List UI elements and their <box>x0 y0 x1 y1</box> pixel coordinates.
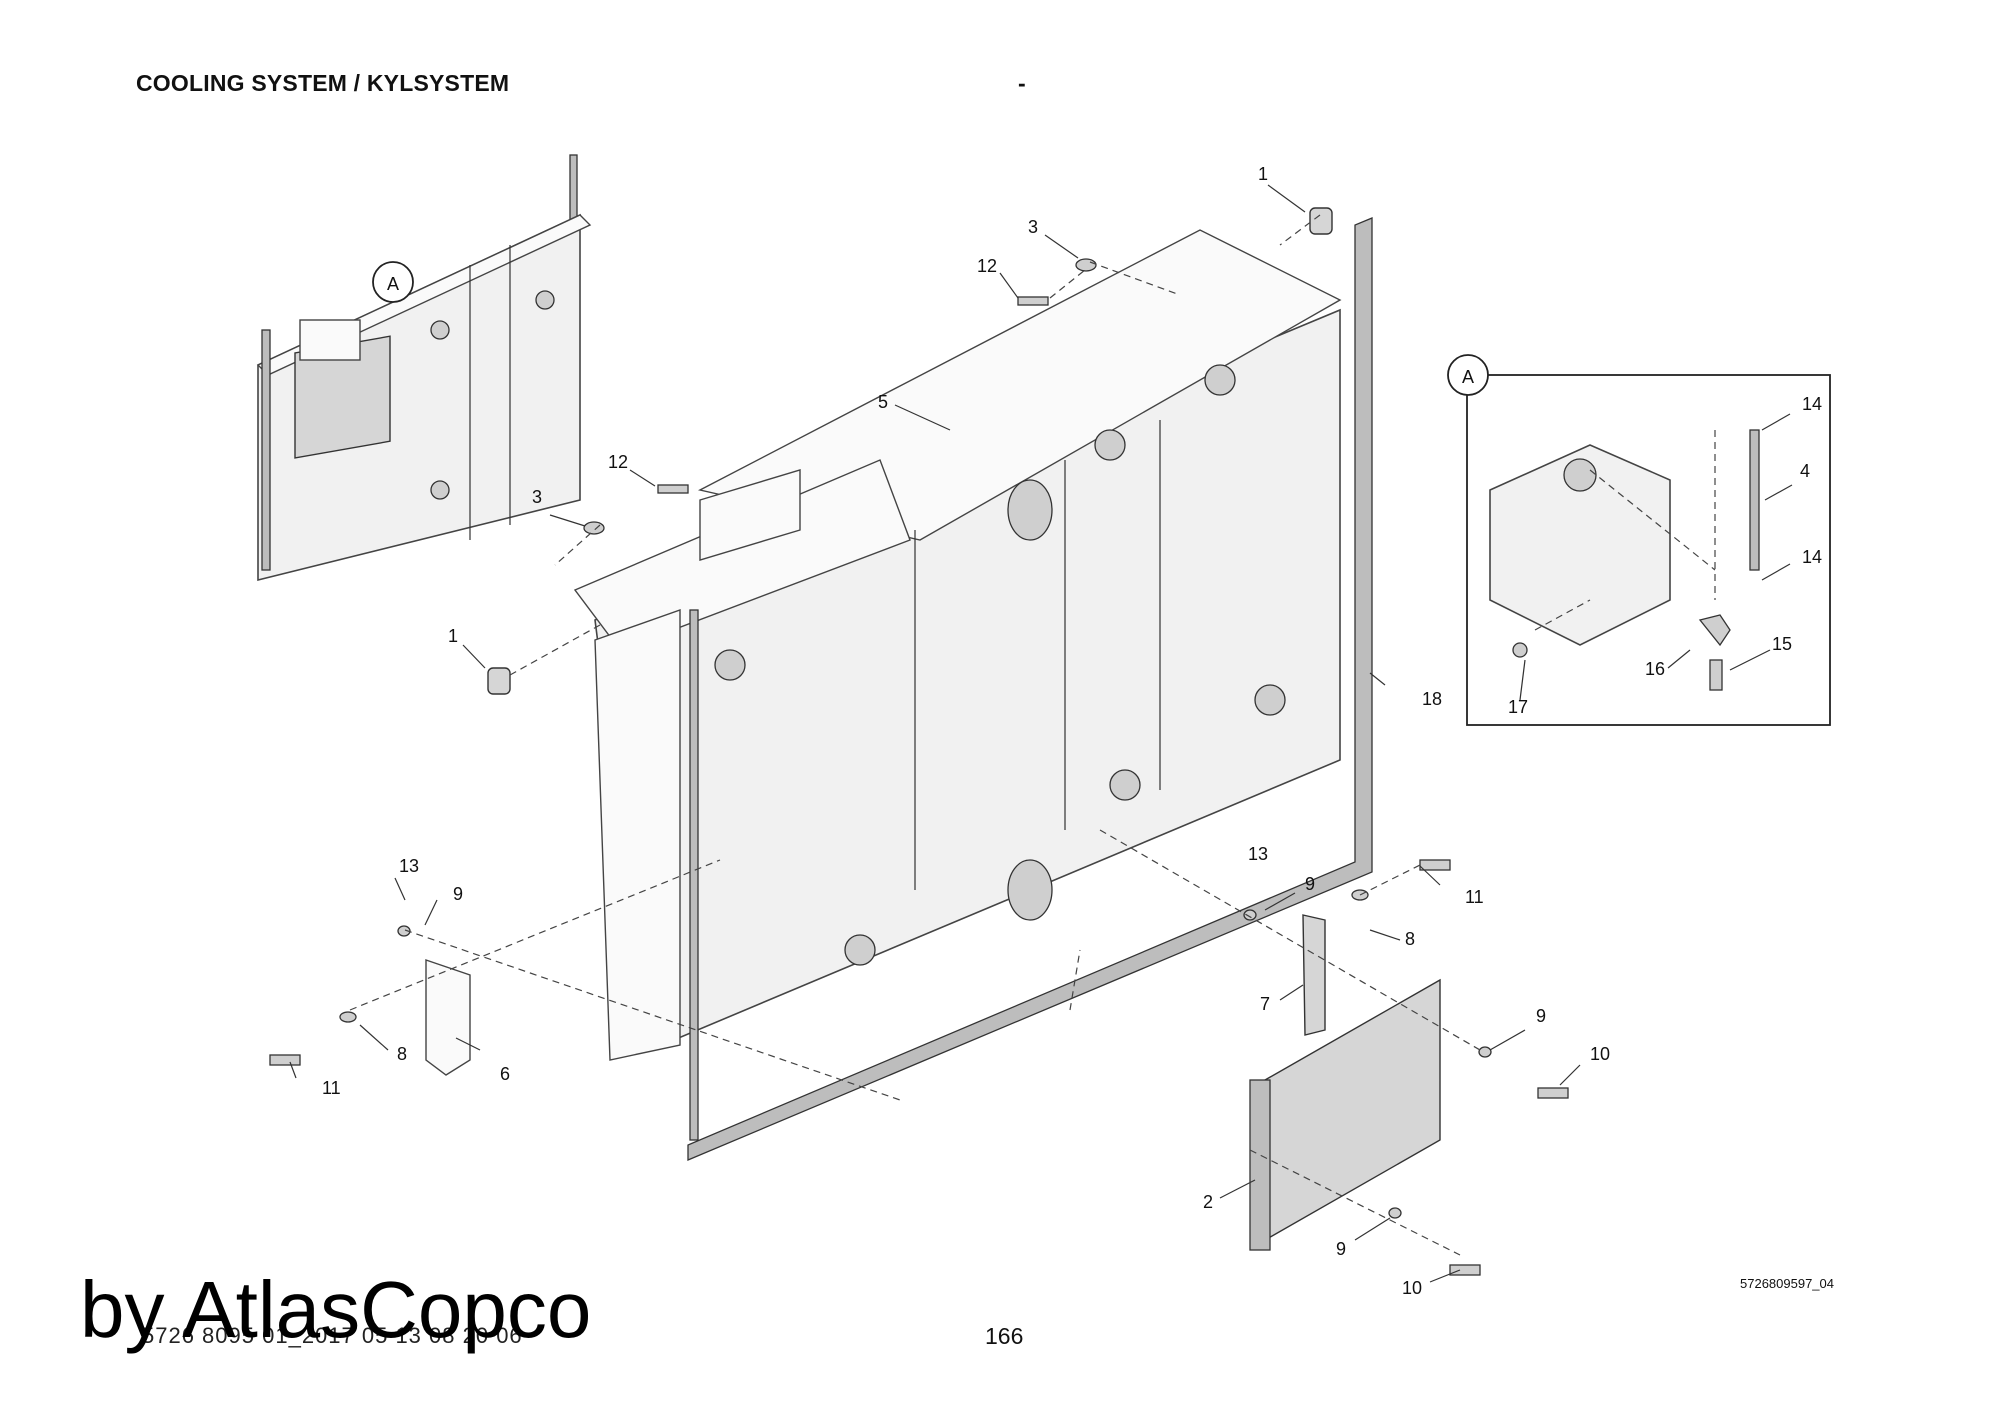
bracket-left <box>425 959 471 1076</box>
condenser <box>1249 978 1441 1251</box>
callout-6: 6 <box>500 1064 510 1084</box>
bracket-right <box>1302 914 1326 1036</box>
callout-3b: 3 <box>532 487 542 507</box>
callout-1a: 1 <box>1258 164 1268 184</box>
callout-1b: 1 <box>448 626 458 646</box>
svg-text:A: A <box>1462 367 1474 387</box>
callout-8b: 8 <box>397 1044 407 1064</box>
callout-9c: 9 <box>1536 1006 1546 1026</box>
callout-9a: 9 <box>1305 874 1315 894</box>
page-title: COOLING SYSTEM / KYLSYSTEM <box>136 70 510 96</box>
callout-5: 5 <box>878 392 888 412</box>
document-id: 5726 8095 01_2017 05 13 08 20 06 <box>142 1323 523 1348</box>
callout-16: 16 <box>1645 659 1665 679</box>
callout-2: 2 <box>1203 1192 1213 1212</box>
callout-10b: 10 <box>1402 1278 1422 1298</box>
callout-11a: 11 <box>1465 887 1484 907</box>
callout-13a: 13 <box>1248 844 1268 864</box>
callout-9d: 9 <box>1336 1239 1346 1259</box>
callout-11b: 11 <box>322 1078 341 1098</box>
callout-12b: 12 <box>608 452 628 472</box>
leader-lines <box>289 184 1793 1283</box>
drawing-number: 5726809597_04 <box>1740 1276 1834 1291</box>
callout-15: 15 <box>1772 634 1792 654</box>
detail-a-box: A <box>1447 354 1831 726</box>
callout-8a: 8 <box>1405 929 1415 949</box>
header-dash: - <box>1018 70 1026 96</box>
dashed-guides <box>349 214 1716 1256</box>
callout-numbers: 1 3 12 5 12 3 1 18 14 4 14 15 16 17 13 9… <box>322 164 1822 1298</box>
overview-assembly <box>256 154 592 582</box>
callout-7: 7 <box>1260 994 1270 1014</box>
callout-14b: 14 <box>1802 547 1822 567</box>
detail-a-marker-overview: A <box>372 261 414 303</box>
small-parts <box>269 207 1569 1276</box>
callout-4: 4 <box>1800 461 1810 481</box>
callout-17: 17 <box>1508 697 1528 717</box>
callout-13b: 13 <box>399 856 419 876</box>
seal-frame <box>687 217 1373 1161</box>
callout-10a: 10 <box>1590 1044 1610 1064</box>
watermark: by AtlasCopco <box>80 1265 592 1354</box>
radiator-assembly <box>573 229 1342 1141</box>
page-number: 166 <box>985 1323 1024 1349</box>
callout-14a: 14 <box>1802 394 1822 414</box>
callout-3a: 3 <box>1028 217 1038 237</box>
callout-9b: 9 <box>453 884 463 904</box>
callout-12a: 12 <box>977 256 997 276</box>
callout-18: 18 <box>1422 689 1442 709</box>
svg-text:A: A <box>387 274 399 294</box>
